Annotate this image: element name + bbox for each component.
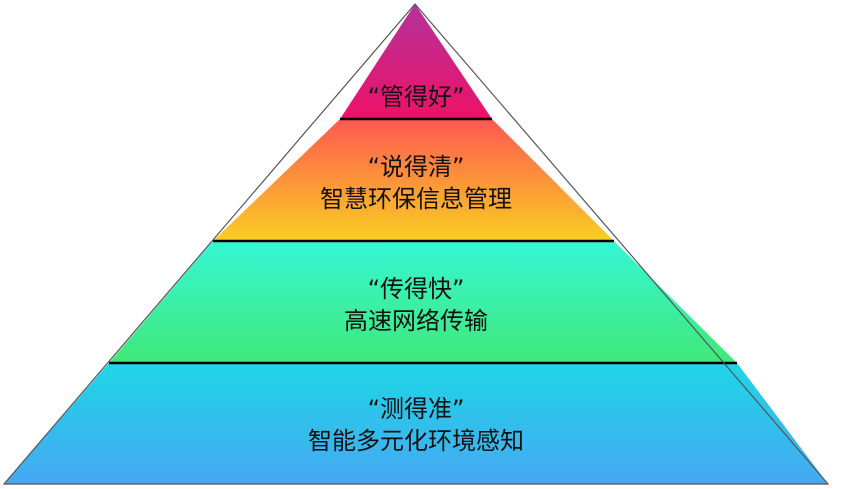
layer-bottom-subtitle: 智能多元化环境感知 <box>308 427 524 455</box>
layer-bottom-shape <box>4 363 828 484</box>
layer-third-subtitle: 高速网络传输 <box>344 307 488 335</box>
layer-second-shape <box>213 119 614 241</box>
layer-third-shape <box>109 241 737 363</box>
layer-third-title: “传得快” <box>367 275 465 303</box>
layer-bottom-title: “测得准” <box>367 395 465 423</box>
pyramid-outline <box>2 3 830 485</box>
layer-second-subtitle: 智慧环保信息管理 <box>320 185 512 213</box>
layer-second-title: “说得清” <box>367 153 465 181</box>
layer-top-title: “管得好” <box>367 83 465 111</box>
layer-top-shape <box>340 4 492 119</box>
